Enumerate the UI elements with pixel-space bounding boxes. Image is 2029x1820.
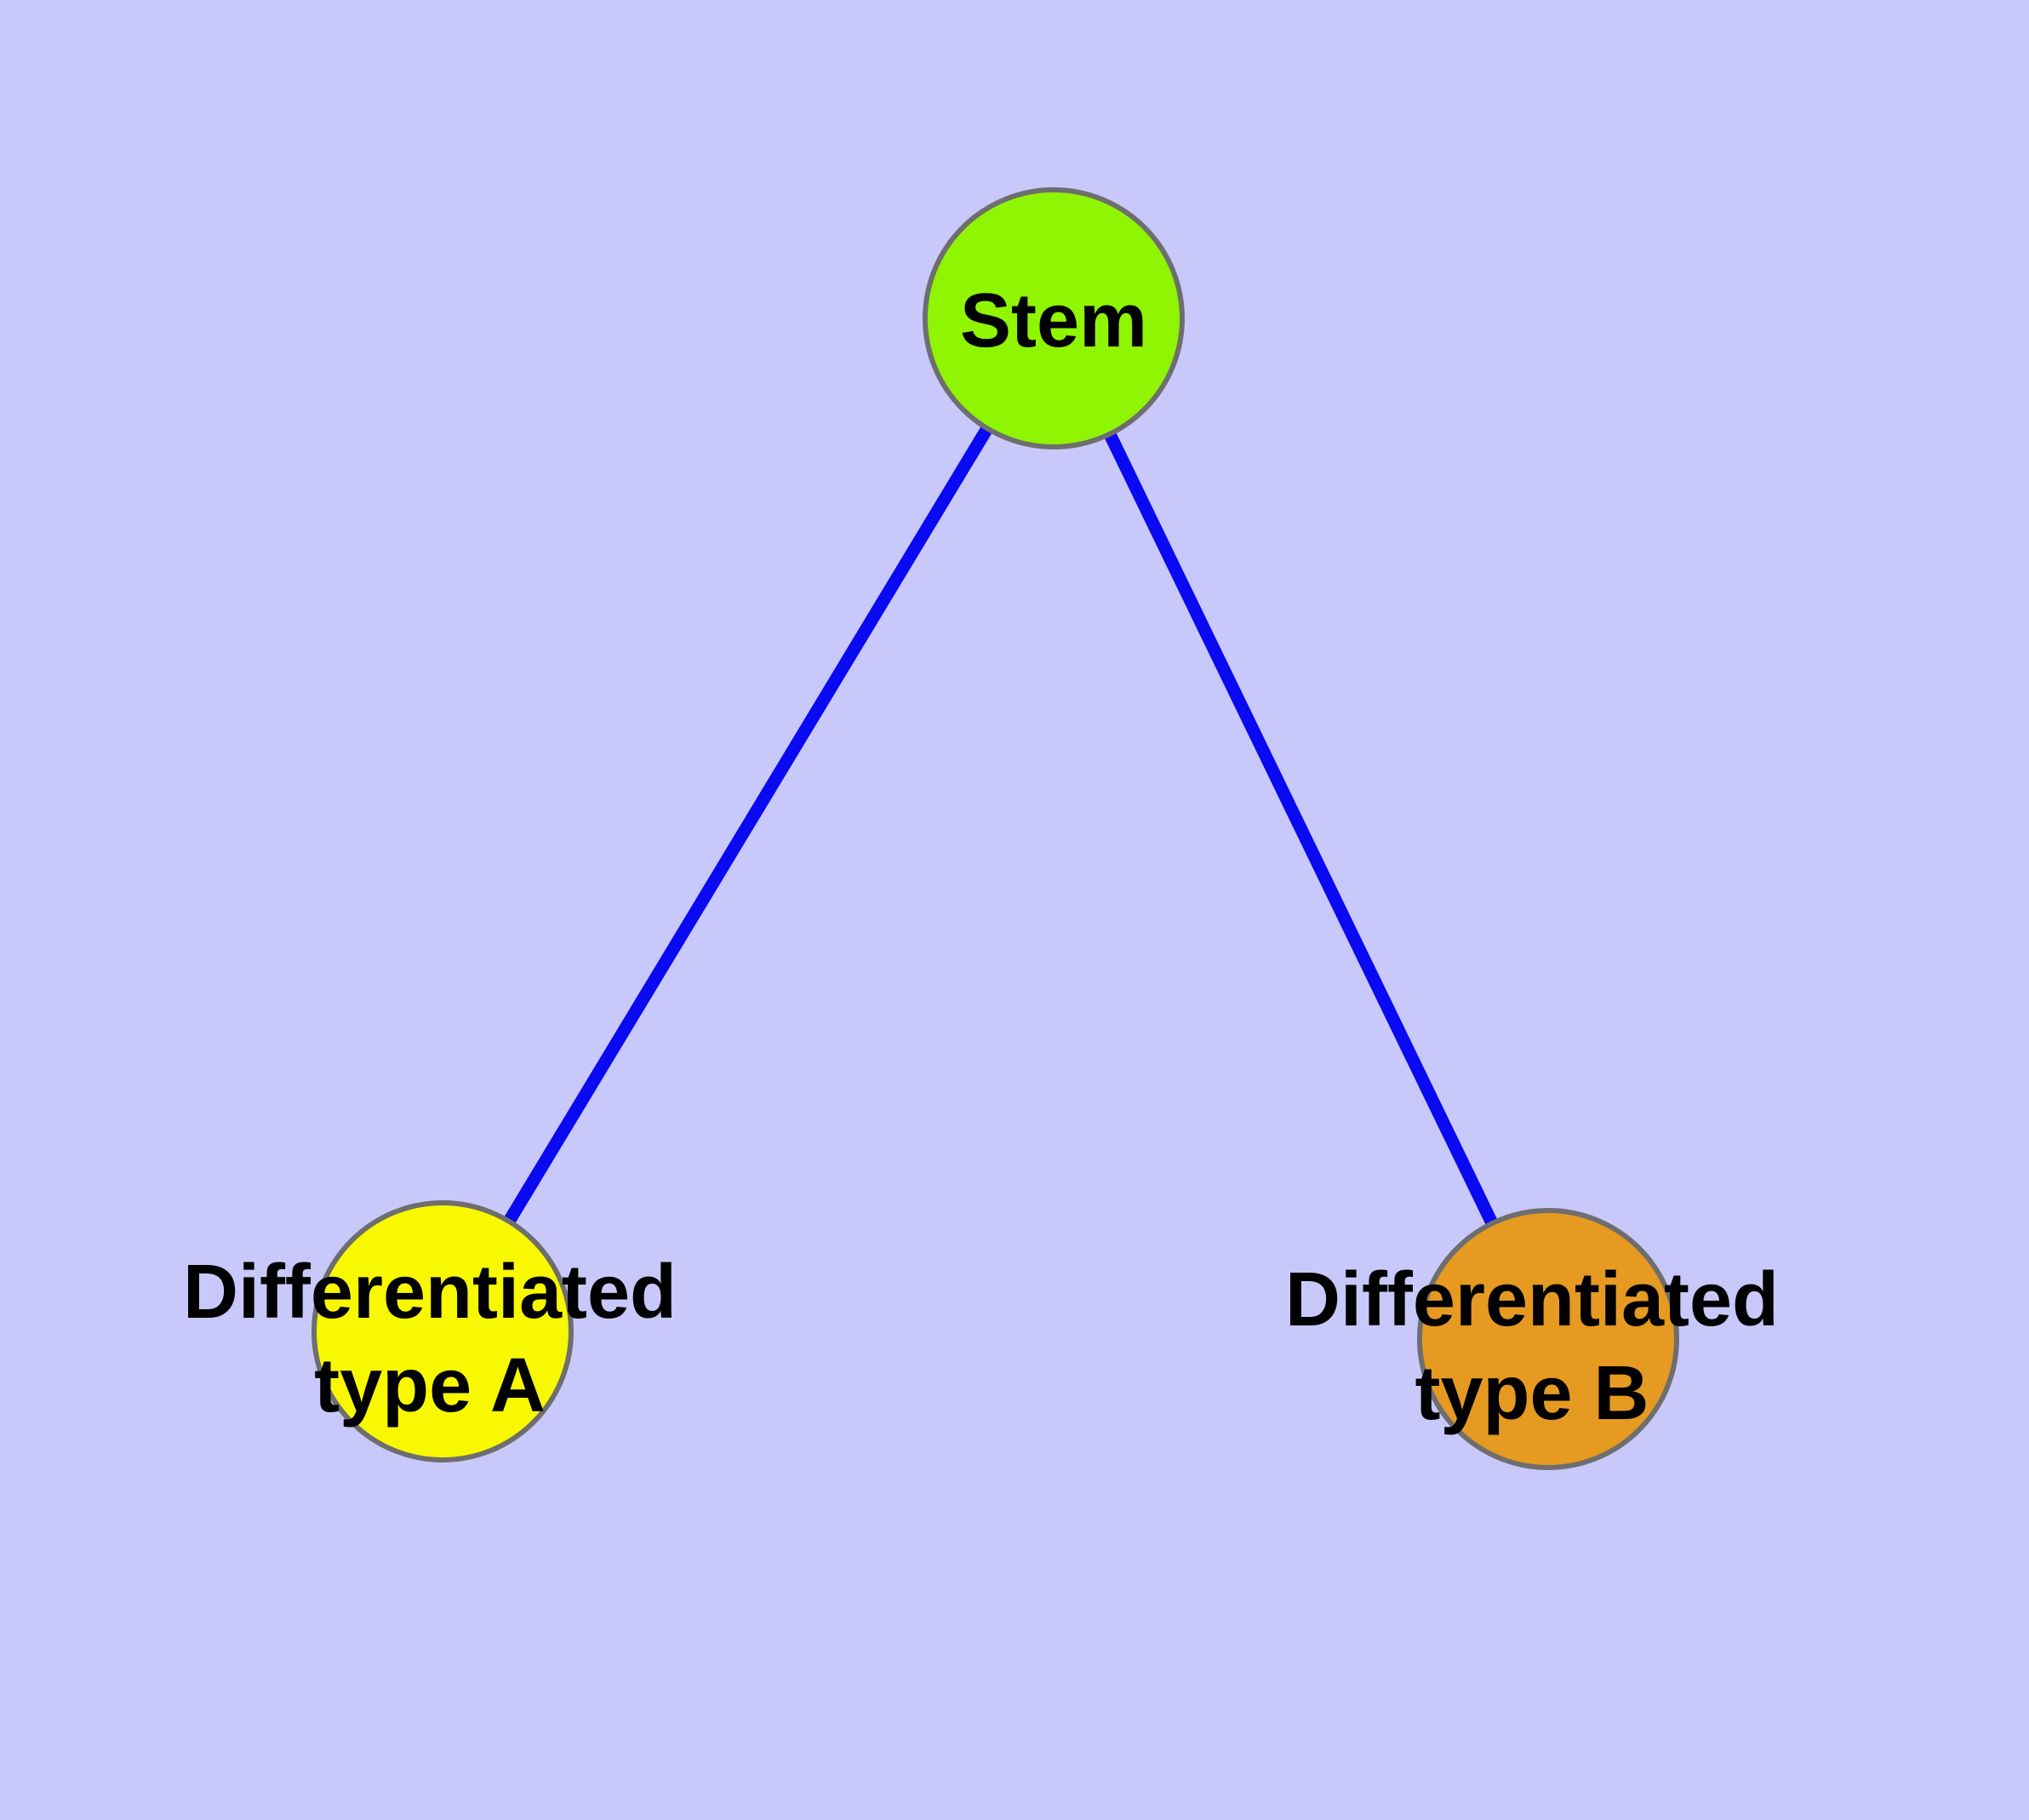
- node-type-a-label-line2: type A: [314, 1343, 546, 1428]
- node-type-b-label-line1: Differentiated: [1285, 1257, 1779, 1342]
- node-differentiated-type-b: [1417, 1208, 1679, 1470]
- edge-group: [437, 315, 1554, 1342]
- node-type-b-label-line2: type B: [1415, 1351, 1649, 1436]
- node-group: [311, 187, 1679, 1470]
- node-stem-label: Stem: [960, 278, 1147, 363]
- node-differentiated-type-a: [311, 1200, 574, 1462]
- edge-stem-to-type-a: [437, 315, 1060, 1335]
- node-type-a-label-line1: Differentiated: [183, 1250, 677, 1335]
- label-group: Stem Differentiated type A Differentiate…: [183, 278, 1779, 1436]
- node-stem: [923, 187, 1185, 449]
- edge-stem-to-type-b: [1048, 315, 1554, 1342]
